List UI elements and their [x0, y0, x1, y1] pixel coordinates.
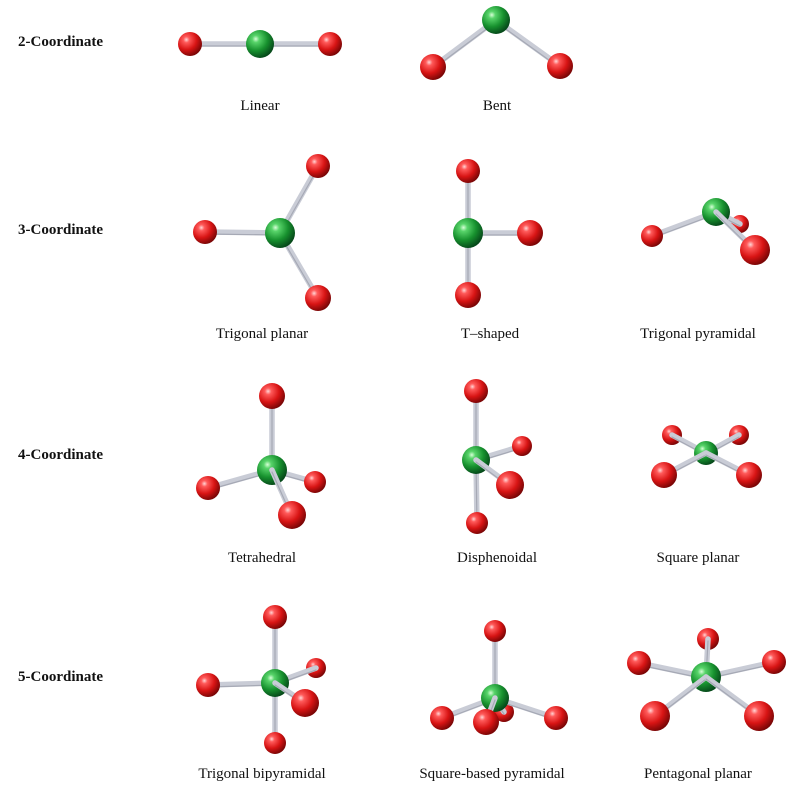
caption-t-shaped: T–shaped [460, 326, 520, 342]
ligand-atom [318, 32, 342, 56]
ligand-atom [544, 706, 568, 730]
molecule-trigonal-pyramidal [620, 180, 790, 280]
molecule-trigonal-planar [180, 150, 360, 315]
caption-trigonal-pyramidal: Trigonal pyramidal [640, 326, 756, 342]
molecule-bent [400, 0, 600, 95]
caption-linear: Linear [240, 98, 280, 114]
ligand-atom [193, 220, 217, 244]
central-atom [453, 218, 483, 248]
ligand-atom [259, 383, 285, 409]
caption-trigonal-bipyramidal: Trigonal bipyramidal [198, 766, 326, 782]
molecule-t-shaped [420, 150, 570, 315]
molecule-pentagonal-planar [615, 620, 790, 735]
ligand-atom [641, 225, 663, 247]
ligand-atom [420, 54, 446, 80]
ligand-atom [762, 650, 786, 674]
molecule-trigonal-bipyramidal [180, 595, 350, 760]
molecule-linear [160, 0, 360, 95]
ligand-atom [547, 53, 573, 79]
ligand-atom [304, 471, 326, 493]
row-label-4-coordinate: 4-Coordinate [18, 447, 103, 463]
caption-disphenoidal: Disphenoidal [457, 550, 537, 566]
central-atom [265, 218, 295, 248]
ligand-atom [496, 471, 524, 499]
ligand-atom [263, 605, 287, 629]
ligand-atom [517, 220, 543, 246]
ligand-atom [264, 732, 286, 754]
ligand-atom [627, 651, 651, 675]
caption-square-planar: Square planar [656, 550, 740, 566]
central-atom [246, 30, 274, 58]
caption-tetrahedral: Tetrahedral [227, 550, 297, 566]
caption-bent: Bent [482, 98, 512, 114]
caption-square-based-pyramidal: Square-based pyramidal [419, 766, 565, 782]
ligand-atom [484, 620, 506, 642]
ligand-atom [464, 379, 488, 403]
row-label-5-coordinate: 5-Coordinate [18, 669, 103, 685]
ligand-atom [640, 701, 670, 731]
molecule-disphenoidal [440, 375, 560, 540]
molecule-square-based-pyramidal [410, 610, 590, 750]
ligand-atom [455, 282, 481, 308]
ligand-atom [456, 159, 480, 183]
ligand-atom [306, 154, 330, 178]
ligand-atom [305, 285, 331, 311]
ligand-atom [651, 462, 677, 488]
molecule-square-planar [630, 410, 780, 500]
central-atom [482, 6, 510, 34]
ligand-atom [196, 476, 220, 500]
ligand-atom [512, 436, 532, 456]
ligand-atom [291, 689, 319, 717]
ligand-atom [178, 32, 202, 56]
ligand-atom [744, 701, 774, 731]
ligand-atom [736, 462, 762, 488]
row-label-3-coordinate: 3-Coordinate [18, 222, 103, 238]
caption-pentagonal-planar: Pentagonal planar [644, 766, 752, 782]
molecule-tetrahedral [180, 375, 350, 540]
ligand-atom [740, 235, 770, 265]
row-label-2-coordinate: 2-Coordinate [18, 34, 103, 50]
caption-trigonal-planar: Trigonal planar [215, 326, 309, 342]
ligand-atom [473, 709, 499, 735]
ligand-atom [278, 501, 306, 529]
ligand-atom [196, 673, 220, 697]
ligand-atom [430, 706, 454, 730]
ligand-atom [466, 512, 488, 534]
